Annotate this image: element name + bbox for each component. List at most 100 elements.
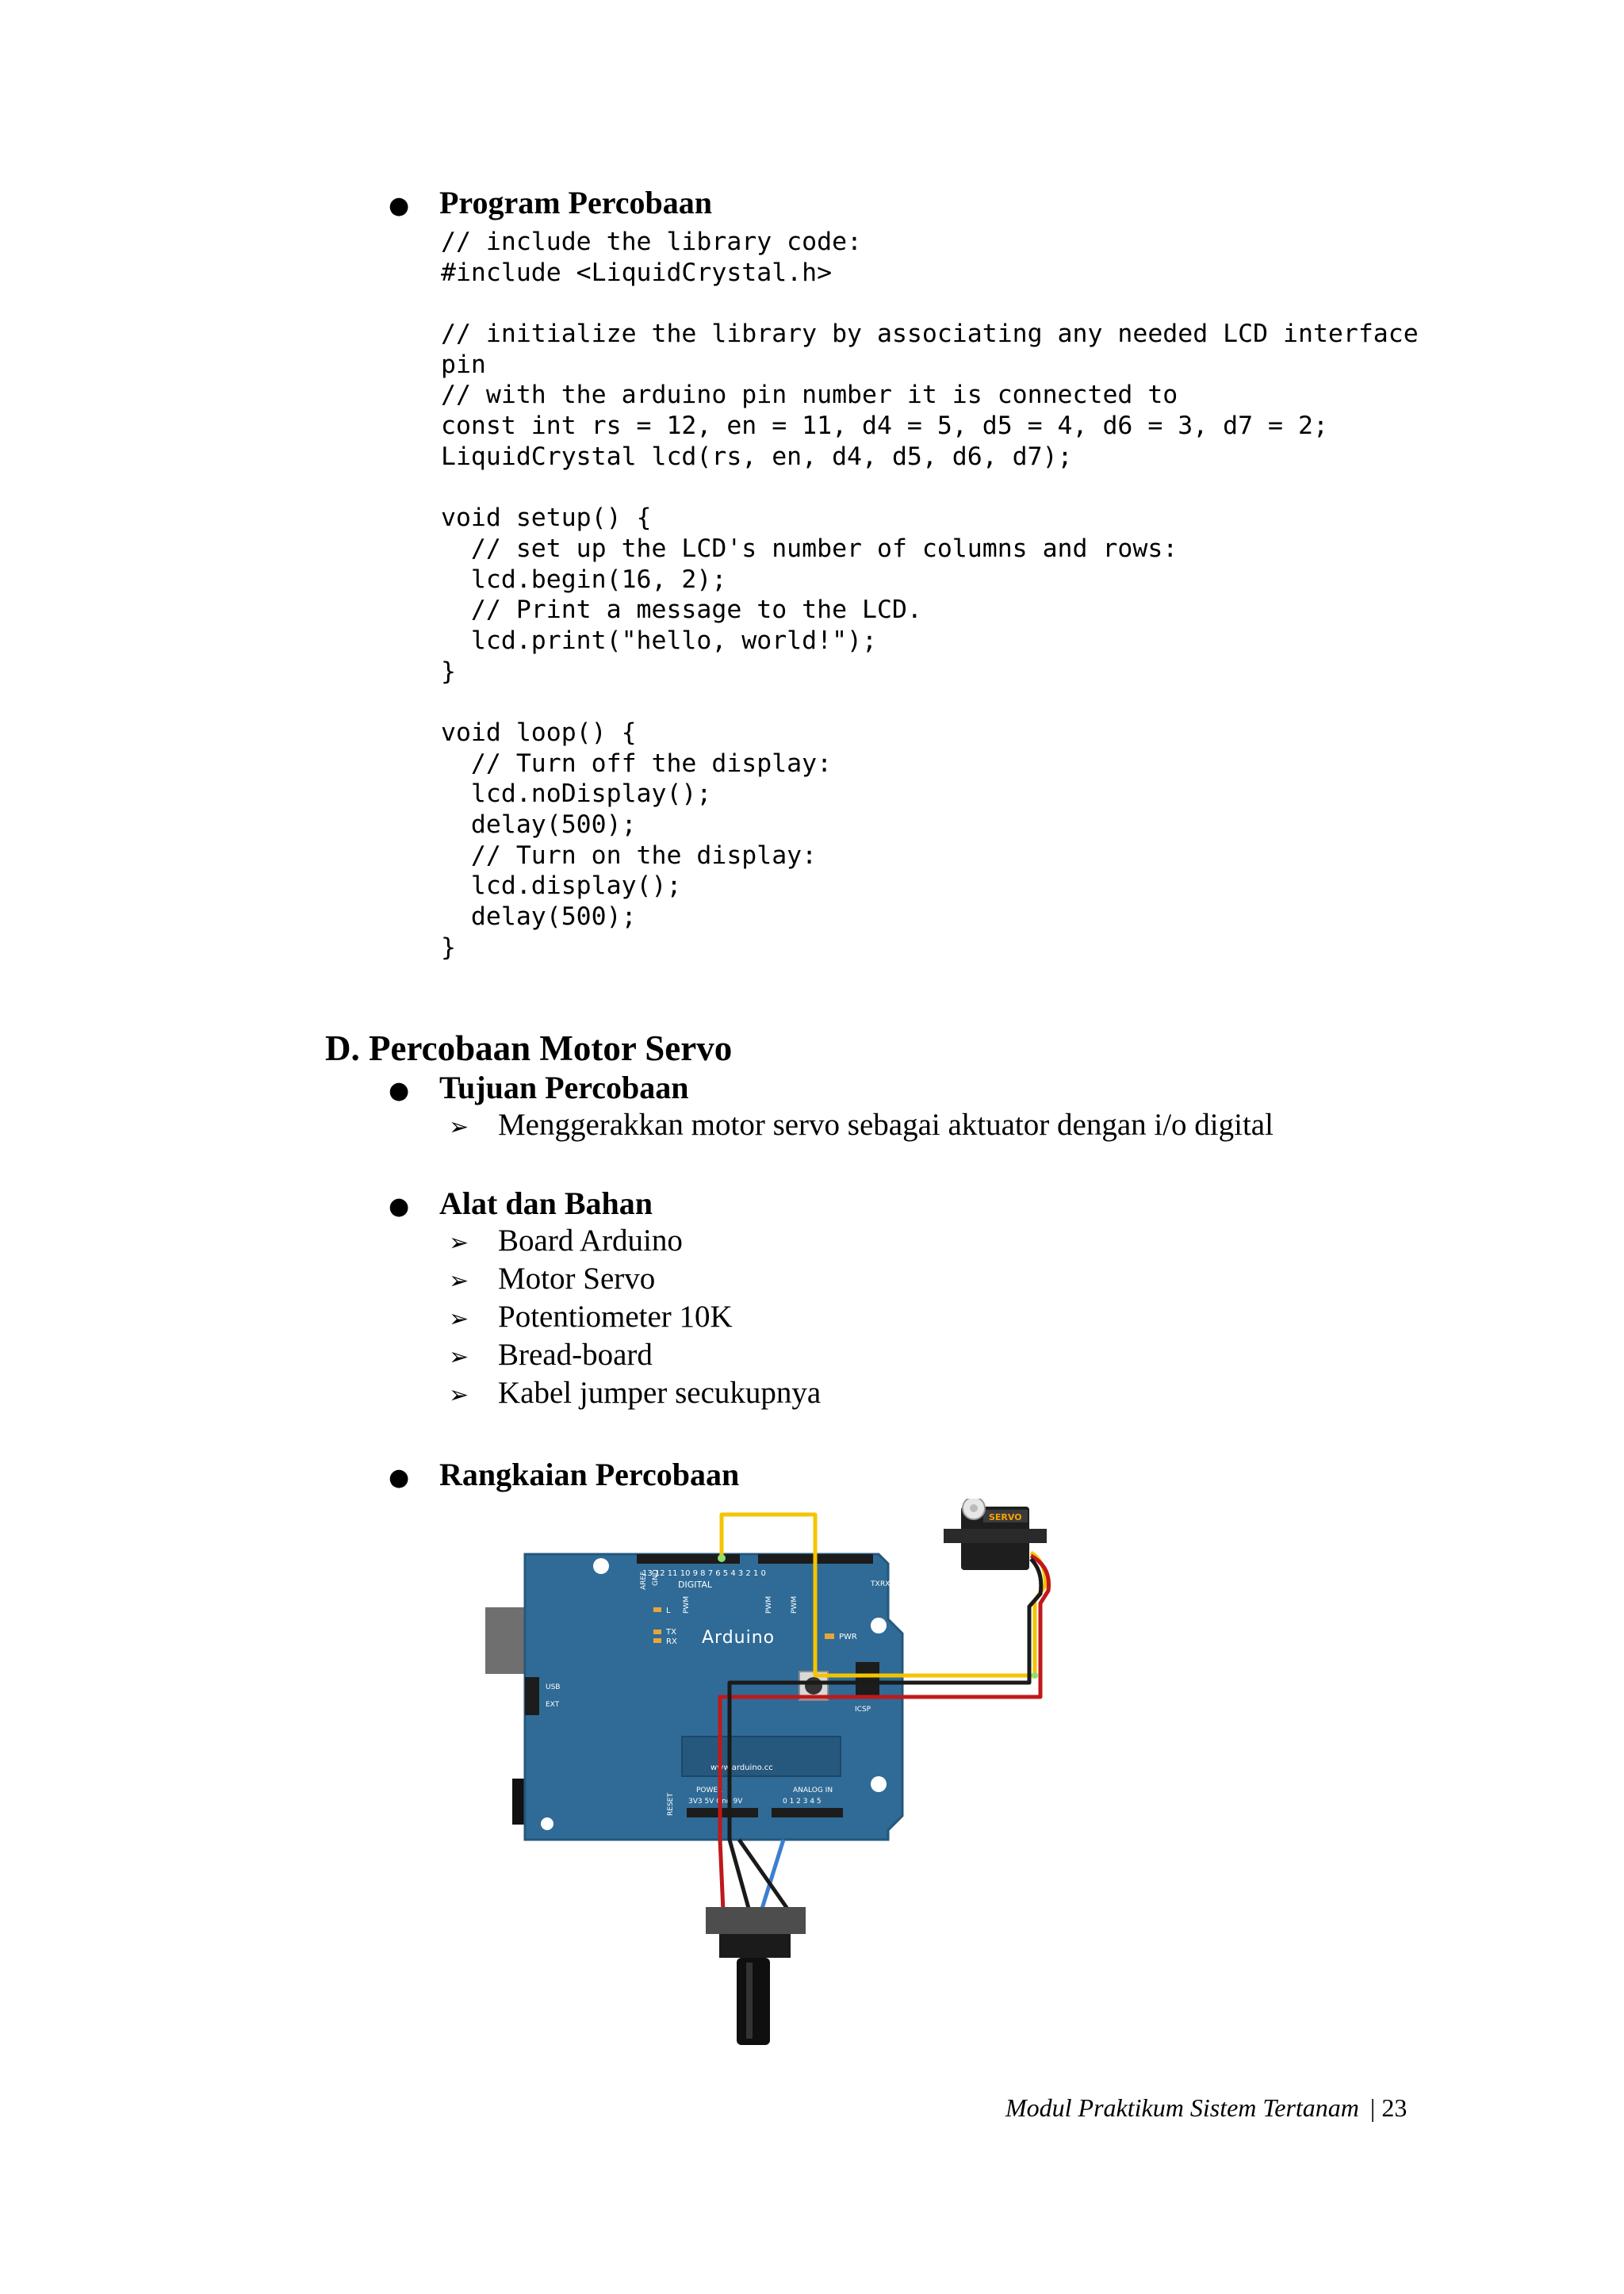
- power-pins: 3V3 5V Gnd 9V: [688, 1798, 743, 1806]
- program-title: Program Percobaan: [439, 185, 713, 220]
- footer-separator: |: [1369, 2093, 1376, 2122]
- led-l-label: L: [666, 1607, 671, 1615]
- servo-mount: [944, 1529, 1047, 1543]
- led-tx: [653, 1630, 661, 1634]
- code-line: }: [441, 933, 456, 962]
- code-line: lcd.begin(16, 2);: [441, 565, 727, 594]
- arrow-bullet-icon: ➢: [449, 1113, 469, 1141]
- code-line: delay(500);: [441, 810, 637, 840]
- list-item-text: Potentiometer 10K: [498, 1300, 733, 1334]
- led-l: [653, 1607, 661, 1612]
- potentiometer-knob-highlight: [746, 1963, 753, 2039]
- servo-label-plate: [983, 1510, 1028, 1522]
- code-line: void loop() {: [441, 718, 637, 747]
- arrow-bullet-icon: ➢: [449, 1267, 469, 1295]
- code-line: lcd.print("hello, world!");: [441, 626, 877, 655]
- analog-pins: 0 1 2 3 4 5: [783, 1798, 822, 1806]
- wire-endpoint: [1032, 1672, 1038, 1679]
- list-item-text: Board Arduino: [498, 1224, 683, 1258]
- usb-label: USB: [546, 1683, 560, 1691]
- list-item: ➢ Potentiometer 10K: [449, 1299, 733, 1335]
- code-line: lcd.display();: [441, 871, 682, 901]
- code-line: [441, 687, 1419, 718]
- gnd-label: GND: [652, 1569, 660, 1586]
- bullet-icon: ●: [389, 1077, 410, 1105]
- led-rx: [653, 1638, 661, 1643]
- black-wire-pot: [737, 1838, 791, 1913]
- url-label: www.arduino.cc: [710, 1764, 773, 1772]
- rx-led-label: RX: [666, 1637, 677, 1646]
- program-bullet: ● Program Percobaan: [389, 184, 712, 221]
- mounting-hole: [871, 1618, 887, 1633]
- black-wire-gnd: [727, 1557, 1044, 1912]
- rx-pin-label: RX: [880, 1580, 890, 1588]
- code-line: // Turn on the display:: [441, 841, 818, 870]
- list-item: ➢ Kabel jumper secukupnya: [449, 1375, 821, 1411]
- code-line: // with the arduino pin number it is con…: [441, 381, 1178, 410]
- mounting-hole: [593, 1558, 609, 1574]
- code-line: // include the library code:: [441, 228, 863, 256]
- bullet-icon: ●: [389, 192, 410, 220]
- tujuan-bullet: ● Tujuan Percobaan: [389, 1069, 689, 1106]
- rangkaian-title: Rangkaian Percobaan: [439, 1457, 740, 1492]
- potentiometer-body: [706, 1907, 806, 1934]
- list-item-text: Motor Servo: [498, 1262, 656, 1296]
- page-footer: Modul Praktikum Sistem Tertanam |23: [1005, 2093, 1407, 2123]
- power-label: POWER: [696, 1787, 722, 1794]
- servo-label: SERVO: [989, 1512, 1022, 1522]
- digital-label: DIGITAL: [678, 1580, 713, 1590]
- list-item: ➢ Bread-board: [449, 1337, 653, 1373]
- code-line: }: [441, 657, 456, 686]
- analog-header: [772, 1808, 843, 1817]
- digital-header-left: [637, 1554, 740, 1564]
- footer-title: Modul Praktikum Sistem Tertanam: [1005, 2093, 1359, 2122]
- tujuan-title: Tujuan Percobaan: [439, 1070, 689, 1105]
- list-item-text: Bread-board: [498, 1338, 653, 1372]
- red-wire-5v: [718, 1553, 1051, 1912]
- code-line: pin: [441, 350, 486, 379]
- wire-endpoint: [718, 1554, 726, 1562]
- aref-label: AREF: [640, 1572, 648, 1590]
- ext-label: EXT: [546, 1701, 560, 1709]
- list-item: ➢ Board Arduino: [449, 1223, 683, 1258]
- servo-horn-center: [970, 1504, 978, 1512]
- section-heading: D. Percobaan Motor Servo: [325, 1028, 733, 1068]
- rangkaian-bullet: ● Rangkaian Percobaan: [389, 1456, 739, 1493]
- arrow-bullet-icon: ➢: [449, 1305, 469, 1333]
- code-line: // set up the LCD's number of columns an…: [441, 534, 1178, 563]
- page-number: 23: [1381, 2093, 1408, 2122]
- tx-led-label: TX: [665, 1628, 676, 1637]
- power-header: [687, 1808, 758, 1817]
- blue-wire-analog: [759, 1839, 786, 1912]
- mounting-hole: [541, 1817, 553, 1830]
- alat-bullet: ● Alat dan Bahan: [389, 1185, 653, 1222]
- code-line: #include <LiquidCrystal.h>: [441, 258, 833, 287]
- code-line: [441, 473, 1419, 504]
- arrow-bullet-icon: ➢: [449, 1229, 469, 1257]
- reset-button-cap: [805, 1677, 822, 1695]
- code-line: const int rs = 12, en = 11, d4 = 5, d5 =…: [441, 412, 1328, 441]
- icsp-header: [856, 1662, 879, 1698]
- arrow-bullet-icon: ➢: [449, 1381, 469, 1409]
- code-line: delay(500);: [441, 902, 637, 932]
- microcontroller-chip: [681, 1736, 841, 1777]
- circuit-diagram: 13 12 11 10 9 8 7 6 5 4 3 2 1 0 DIGITAL …: [485, 1499, 1051, 2045]
- reset-label: RESET: [667, 1793, 675, 1816]
- code-line: [441, 288, 1419, 319]
- code-line: void setup() {: [441, 504, 652, 533]
- list-item: ➢ Menggerakkan motor servo sebagai aktua…: [449, 1107, 1274, 1143]
- list-item: ➢ Motor Servo: [449, 1261, 655, 1296]
- pwm-label: PWM: [683, 1596, 691, 1614]
- alat-title: Alat dan Bahan: [439, 1185, 653, 1221]
- tx-pin-label: TX: [870, 1580, 880, 1588]
- pwr-label: PWR: [839, 1633, 857, 1641]
- list-item-text: Menggerakkan motor servo sebagai aktuato…: [498, 1108, 1274, 1142]
- potentiometer-base: [719, 1934, 791, 1958]
- list-item-text: Kabel jumper secukupnya: [498, 1376, 822, 1410]
- board-label: Arduino: [702, 1628, 775, 1648]
- pwm-label: PWM: [765, 1596, 773, 1614]
- digital-pin-numbers: 13 12 11 10 9 8 7 6 5 4 3 2 1 0: [642, 1569, 766, 1578]
- analog-label: ANALOG IN: [793, 1787, 833, 1794]
- code-line: LiquidCrystal lcd(rs, en, d4, d5, d6, d7…: [441, 442, 1073, 471]
- potentiometer-knob: [737, 1958, 770, 2045]
